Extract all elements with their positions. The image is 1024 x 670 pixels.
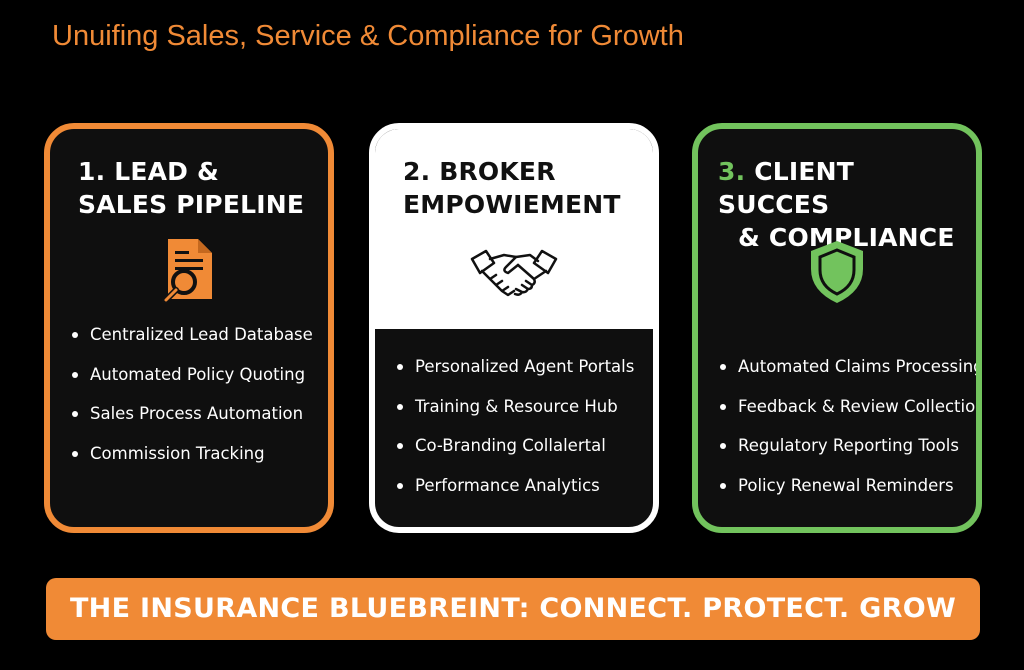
- handshake-icon: [468, 245, 560, 305]
- feature-list: Centralized Lead Database Automated Poli…: [72, 325, 313, 483]
- list-item: Automated Policy Quoting: [72, 365, 313, 405]
- card-client-success-compliance: 3. CLIENT SUCCES & COMPLIANCE Automated …: [692, 123, 982, 533]
- card-heading-line1: 3. CLIENT SUCCES: [718, 155, 964, 221]
- list-item: Automated Claims Processing: [720, 357, 976, 397]
- shield-icon: [808, 239, 866, 309]
- list-item: Regulatory Reporting Tools: [720, 436, 976, 476]
- card-heading-text: CLIENT SUCCES: [718, 157, 855, 219]
- list-item: Commission Tracking: [72, 444, 313, 484]
- list-item: Training & Resource Hub: [397, 397, 634, 437]
- card-number: 3.: [718, 157, 746, 186]
- list-item: Performance Analytics: [397, 476, 634, 516]
- card-header: 2. BROKER EMPOWIEMENT: [375, 129, 653, 329]
- page-title: Unuifing Sales, Service & Compliance for…: [52, 20, 684, 52]
- list-item: Personalized Agent Portals: [397, 357, 634, 397]
- card-heading-line2: SALES PIPELINE: [78, 190, 305, 219]
- list-item: Sales Process Automation: [72, 404, 313, 444]
- feature-list: Automated Claims Processing Feedback & R…: [720, 357, 976, 516]
- list-item: Feedback & Review Collection: [720, 397, 976, 437]
- tagline-banner: THE INSURANCE BLUEBREINT: CONNECT. PROTE…: [46, 578, 980, 640]
- card-header: 3. CLIENT SUCCES & COMPLIANCE: [698, 129, 976, 324]
- card-heading-line2: EMPOWIEMENT: [403, 190, 621, 219]
- list-item: Policy Renewal Reminders: [720, 476, 976, 516]
- card-heading-line1: 1. LEAD &: [78, 157, 220, 186]
- card-heading: 1. LEAD & SALES PIPELINE: [78, 155, 316, 221]
- list-item: Co-Branding Collalertal: [397, 436, 634, 476]
- document-search-icon: [160, 237, 218, 307]
- card-lead-sales-pipeline: 1. LEAD & SALES PIPELINE Centralized Lea…: [44, 123, 334, 533]
- feature-list: Personalized Agent Portals Training & Re…: [397, 357, 634, 515]
- list-item: Centralized Lead Database: [72, 325, 313, 365]
- card-heading-line1: 2. BROKER: [403, 157, 556, 186]
- card-broker-empowerment: 2. BROKER EMPOWIEMENT Personalized Agent…: [369, 123, 659, 533]
- card-header: 1. LEAD & SALES PIPELINE: [50, 129, 328, 324]
- card-heading: 2. BROKER EMPOWIEMENT: [403, 155, 641, 221]
